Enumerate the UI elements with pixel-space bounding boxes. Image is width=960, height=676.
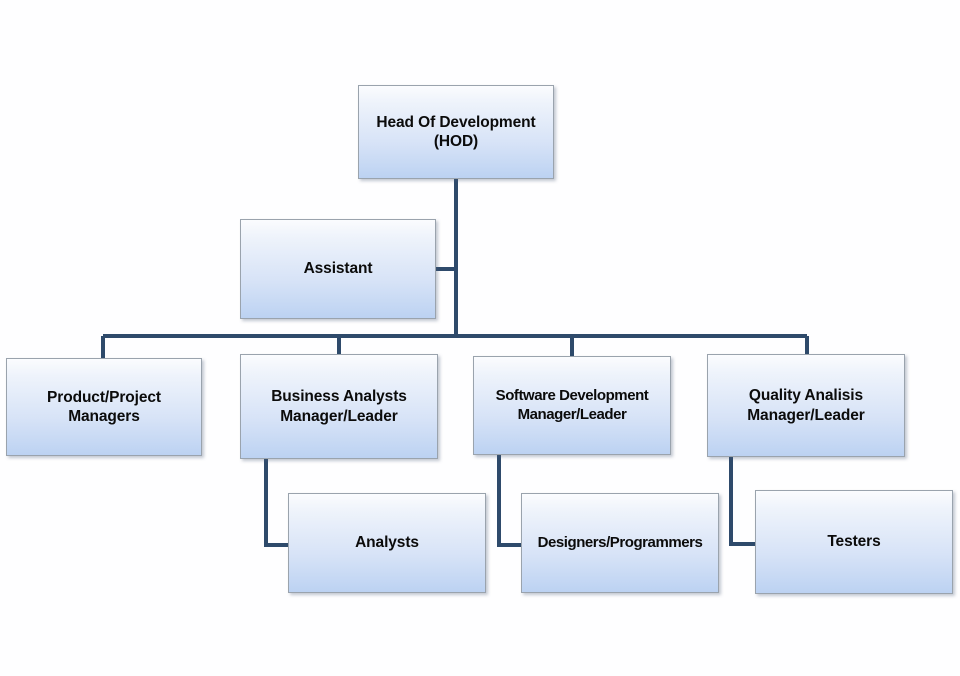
- node-analysts[interactable]: Analysts: [288, 493, 486, 593]
- node-label: Software Development Manager/Leader: [495, 386, 649, 423]
- node-label: Assistant: [303, 260, 373, 278]
- node-testers[interactable]: Testers: [755, 490, 953, 594]
- node-label: Quality Analisis Manager/Leader: [747, 387, 865, 424]
- node-designers-programmers[interactable]: Designers/Programmers: [521, 493, 719, 593]
- node-assistant[interactable]: Assistant: [240, 219, 436, 319]
- node-label: Designers/Programmers: [537, 533, 703, 551]
- connector-ba-analysts: [264, 459, 288, 547]
- node-label: Testers: [827, 533, 881, 551]
- node-quality-analisis-manager[interactable]: Quality Analisis Manager/Leader: [707, 354, 905, 457]
- node-label: Analysts: [355, 534, 419, 552]
- node-label: Product/Project Managers: [47, 388, 161, 425]
- node-software-development-manager[interactable]: Software Development Manager/Leader: [473, 356, 671, 455]
- connector-sd-designers: [497, 455, 521, 547]
- node-label: Head Of Development (HOD): [376, 113, 536, 150]
- node-product-project-managers[interactable]: Product/Project Managers: [6, 358, 202, 456]
- node-business-analysts-manager[interactable]: Business Analysts Manager/Leader: [240, 354, 438, 459]
- node-label: Business Analysts Manager/Leader: [271, 388, 407, 425]
- node-head-of-development[interactable]: Head Of Development (HOD): [358, 85, 554, 179]
- connector-qa-testers: [729, 457, 755, 546]
